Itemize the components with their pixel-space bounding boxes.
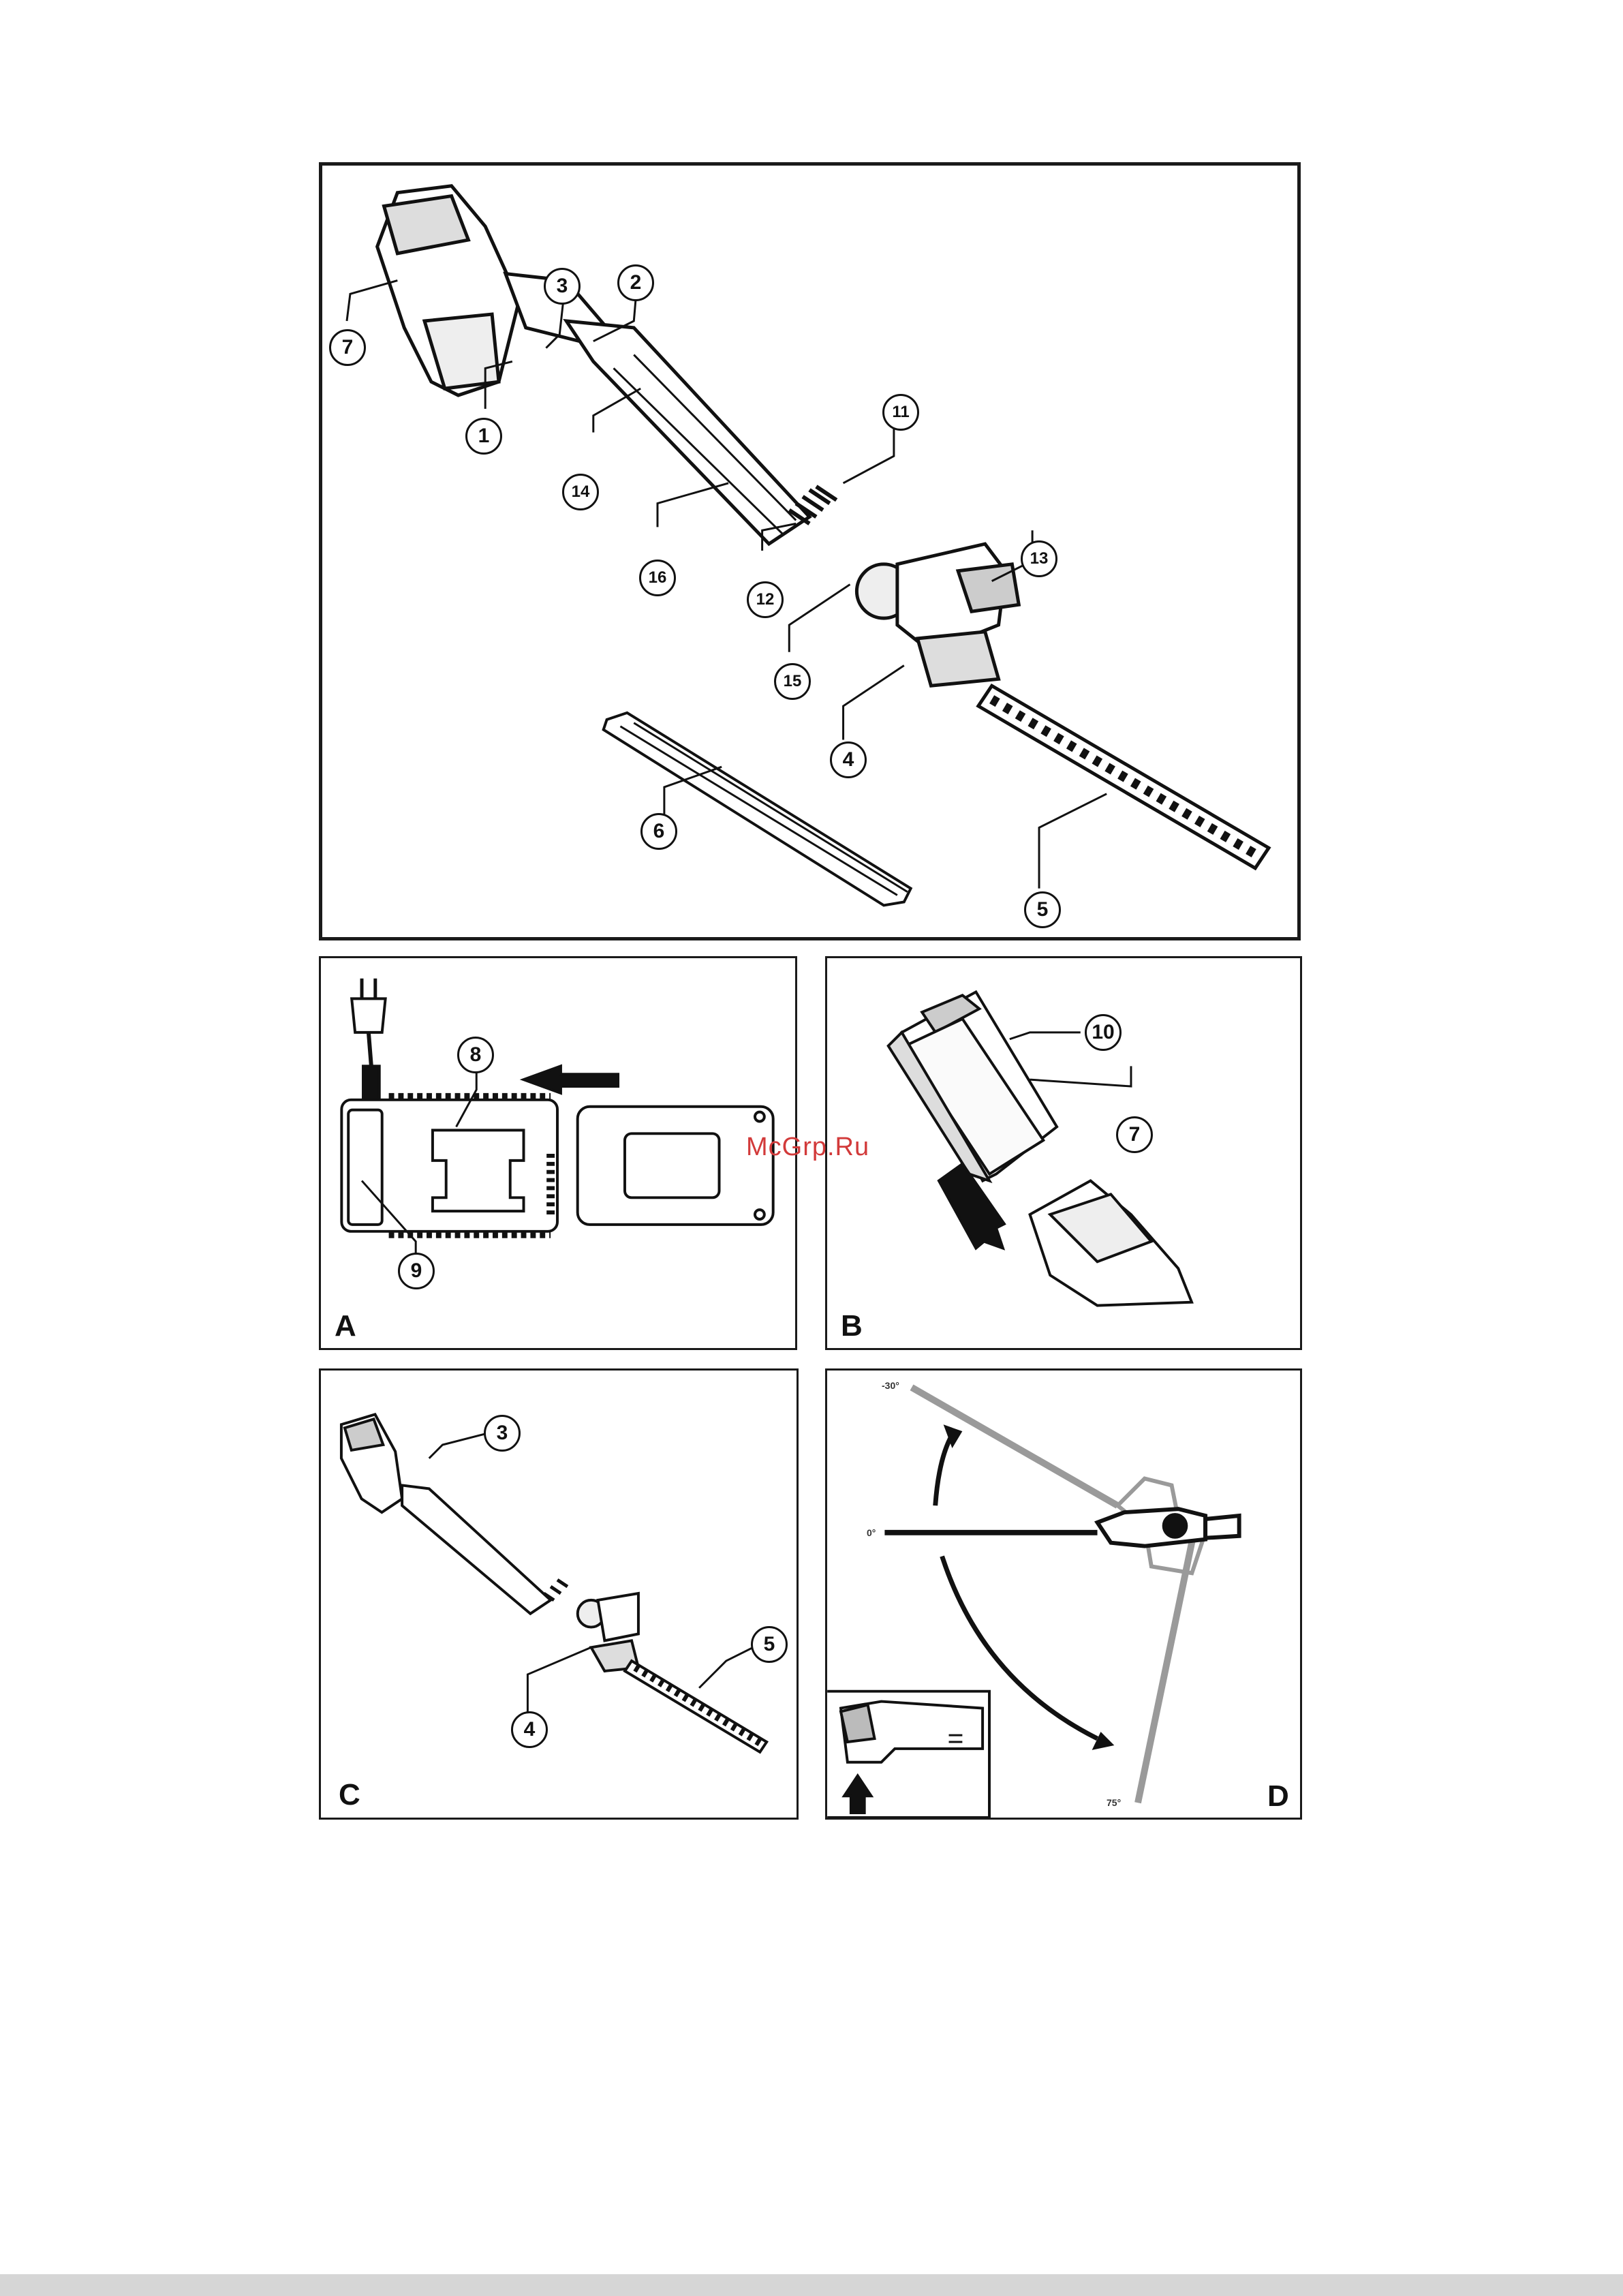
callout-12: 12 [747,581,784,618]
callout-7: 7 [329,329,366,366]
callout-2: 2 [617,264,654,301]
main-diagram-panel: 7 1 3 2 14 16 11 12 13 15 4 6 5 [319,162,1301,940]
callout-6: 6 [640,813,677,850]
cutter-blade [978,686,1269,868]
callout-5-c: 5 [751,1626,788,1663]
callout-4-c: 4 [511,1711,548,1748]
angle-label-0: 0° [867,1527,876,1538]
battery-removal-illustration [827,958,1300,1348]
hedge-trimmer-illustration [322,166,1297,937]
panel-d-angle-adjust: -30° 0° 75° D [825,1368,1302,1820]
cutting-head [856,544,1019,686]
angle-label-minus-30: -30° [882,1380,899,1391]
blade-cover [604,713,911,906]
callout-4: 4 [830,741,867,778]
watermark-text: McGrp.Ru [746,1133,869,1162]
callout-3-c: 3 [484,1415,521,1452]
callout-8: 8 [457,1037,494,1073]
panel-letter-a: A [335,1309,356,1343]
callout-9: 9 [398,1253,435,1289]
callout-5: 5 [1024,891,1061,928]
footer-bar [0,2274,1623,2296]
panel-a-charger: 8 9 A [319,956,797,1350]
callout-7-b: 7 [1116,1116,1153,1153]
panel-c-adjustment: 3 4 5 C [319,1368,799,1820]
callout-15: 15 [774,663,811,700]
callout-3: 3 [544,268,581,305]
telescopic-pole [566,321,809,544]
angle-adjust-illustration [827,1371,1300,1818]
callout-1: 1 [465,418,502,455]
callout-11: 11 [882,394,919,431]
adjustment-illustration [321,1371,797,1818]
callout-14: 14 [562,474,599,510]
charger-illustration [321,958,795,1348]
panel-b-battery-removal: 10 7 B [825,956,1302,1350]
callout-16: 16 [639,560,676,596]
callout-10: 10 [1085,1014,1122,1051]
panel-letter-d: D [1267,1779,1289,1813]
angle-label-75: 75° [1107,1797,1121,1808]
callout-13: 13 [1021,540,1057,577]
panel-letter-c: C [339,1778,360,1812]
panel-letter-b: B [841,1309,863,1343]
